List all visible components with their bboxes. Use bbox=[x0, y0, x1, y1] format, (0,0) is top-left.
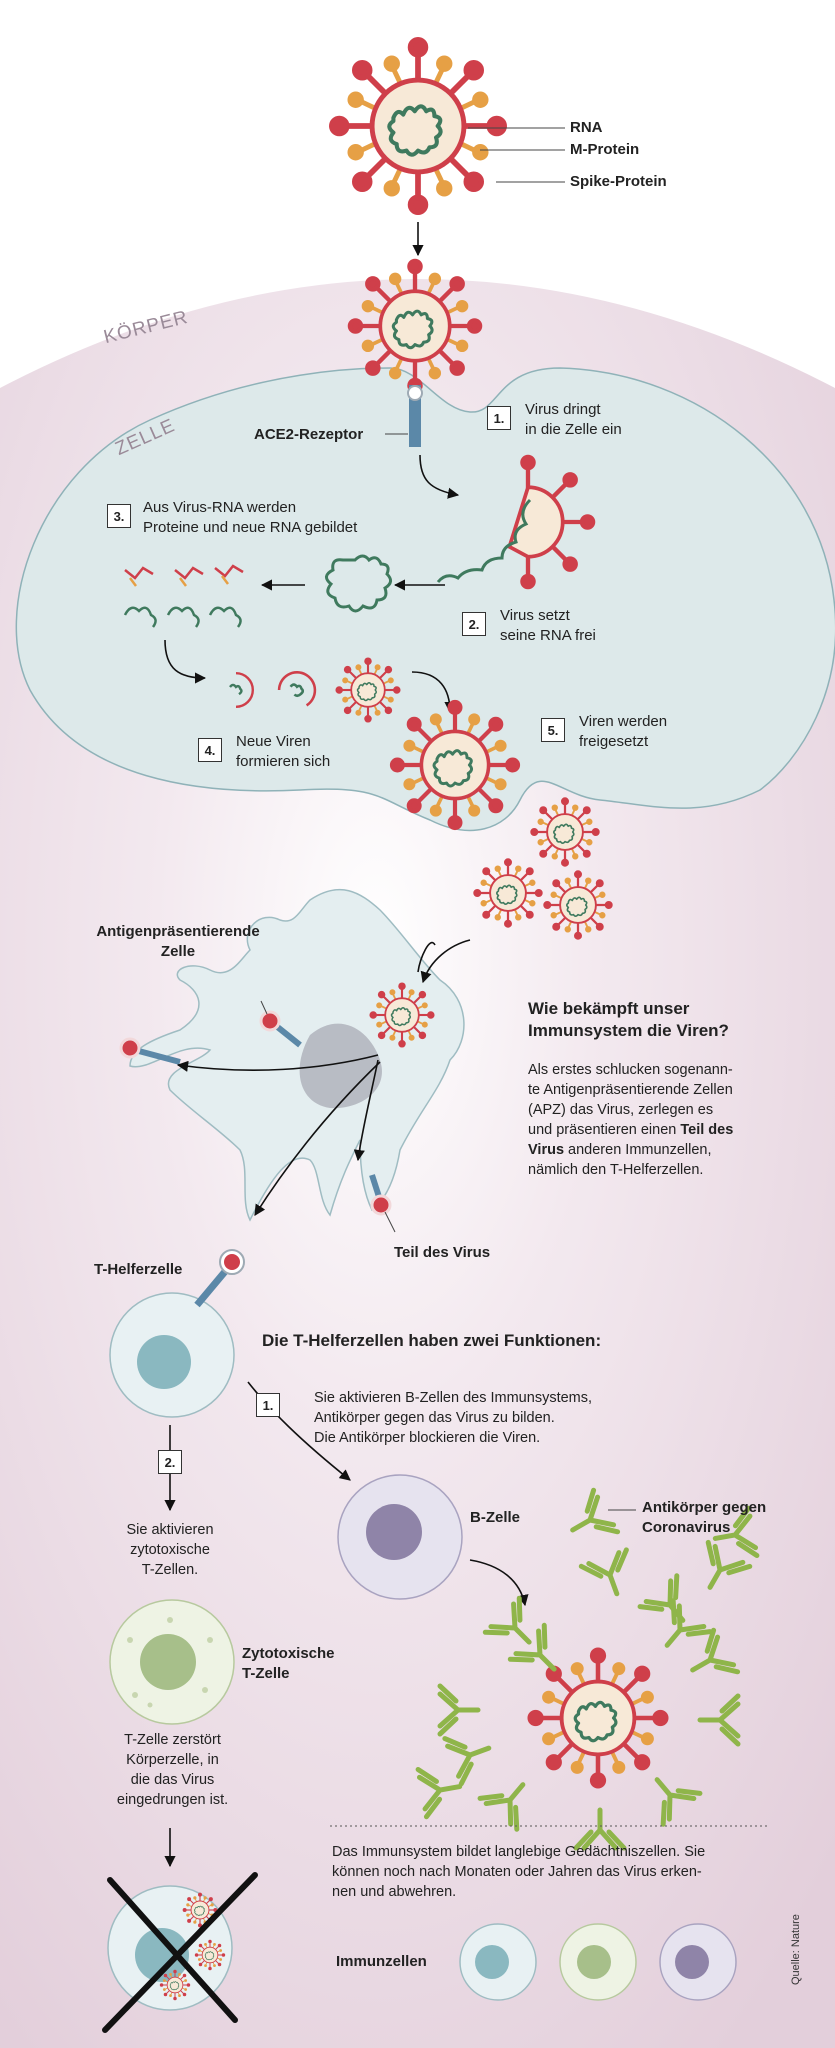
immune-cells-label: Immunzellen bbox=[336, 1953, 427, 1970]
cytotoxic-label: Zytotoxische T-Zelle bbox=[242, 1645, 335, 1682]
function-1-text: Sie aktivieren B-Zellen des Immunsystems… bbox=[314, 1390, 593, 1446]
cytotoxic-text: T-Zelle zerstört Körperzelle, in die das… bbox=[116, 1732, 229, 1808]
step-3-number: 3. bbox=[107, 504, 131, 528]
b-cell-label: B-Zelle bbox=[470, 1509, 521, 1526]
memory-text: Das Immunsystem bildet langlebige Gedäch… bbox=[332, 1844, 706, 1900]
immune-question-title: Wie bekämpft unser Immunsystem die Viren… bbox=[528, 999, 729, 1040]
step-2-text: Virus setzt seine RNA frei bbox=[500, 607, 596, 644]
step-1-text: Virus dringt in die Zelle ein bbox=[525, 401, 622, 438]
ace2-receptor-label: ACE2-Rezeptor bbox=[254, 426, 364, 443]
virus-part-label: Teil des Virus bbox=[394, 1244, 491, 1261]
step-2-number: 2. bbox=[462, 612, 486, 636]
t-helper-label: T-Helferzelle bbox=[94, 1261, 183, 1278]
antibody-label: Antikörper gegen Coronavirus bbox=[642, 1499, 767, 1536]
function-1-number: 1. bbox=[256, 1393, 280, 1417]
spike-protein-label: Spike-Protein bbox=[570, 173, 667, 190]
step-5-text: Viren werden freigesetzt bbox=[579, 713, 668, 750]
rna-label: RNA bbox=[570, 119, 603, 136]
step-3-text: Aus Virus-RNA werden Proteine und neue R… bbox=[143, 499, 358, 536]
step-4-text: Neue Viren formieren sich bbox=[236, 733, 331, 770]
source-label: Quelle: Nature bbox=[790, 1914, 802, 1985]
immune-question-body: Als erstes schlucken sogenann- te Antige… bbox=[528, 1062, 734, 1178]
step-4-number: 4. bbox=[198, 738, 222, 762]
virus-part-emphasis: Teil des Virus bbox=[528, 1122, 734, 1158]
step-5-number: 5. bbox=[541, 718, 565, 742]
t-helper-title: Die T-Helferzellen haben zwei Funktionen… bbox=[262, 1331, 602, 1350]
function-2-number: 2. bbox=[158, 1450, 182, 1474]
step-1-number: 1. bbox=[487, 406, 511, 430]
m-protein-label: M-Protein bbox=[570, 141, 640, 158]
function-2-text: Sie aktivieren zytotoxische T-Zellen. bbox=[126, 1522, 214, 1578]
apc-label: Antigenpräsentierende Zelle bbox=[96, 923, 260, 960]
